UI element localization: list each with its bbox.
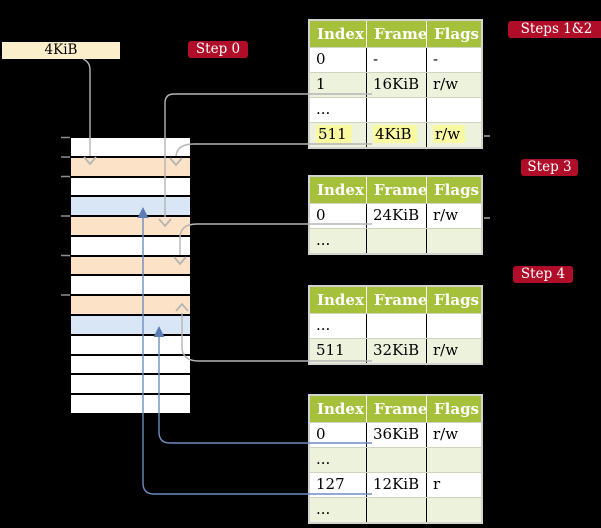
memory-tick-marks xyxy=(61,136,70,296)
memory-row-white xyxy=(71,375,190,396)
memory-row-blue xyxy=(71,316,190,336)
table-header-row: Index Frame Flags xyxy=(310,287,481,313)
memory-row-white xyxy=(71,236,190,257)
page-table-1: Index Frame Flags 0 - - 1 16KiB r/w ... … xyxy=(308,19,483,149)
column-header-frame: Frame xyxy=(366,396,427,422)
memory-row-orange xyxy=(71,296,190,317)
column-header-frame: Frame xyxy=(366,21,427,47)
column-header-flags: Flags xyxy=(426,287,481,313)
column-header-flags: Flags xyxy=(426,396,481,422)
memory-row-orange xyxy=(71,157,190,178)
highlighted-value: 511 xyxy=(316,125,352,143)
column-header-index: Index xyxy=(317,25,364,43)
column-header-flags: Flags xyxy=(426,21,481,47)
table-row: 511 32KiB r/w xyxy=(310,338,481,363)
highlighted-value: 4KiB xyxy=(373,125,417,143)
page-table-2: Index Frame Flags 0 24KiB r/w ... xyxy=(308,175,483,255)
table-row: ... xyxy=(310,497,481,522)
table-row-highlighted: 511 4KiB r/w xyxy=(310,122,481,147)
column-header-flags: Flags xyxy=(426,177,481,203)
page-table-3: Index Frame Flags ... 511 32KiB r/w xyxy=(308,285,483,365)
table-row: ... xyxy=(310,97,481,122)
table-row: ... xyxy=(310,228,481,253)
table-header-row: Index Frame Flags xyxy=(310,21,481,47)
table-header-row: Index Frame Flags xyxy=(310,177,481,203)
table-row: 0 - - xyxy=(310,47,481,72)
memory-row-blue xyxy=(71,197,190,218)
page-table-4: Index Frame Flags 0 36KiB r/w ... 127 12… xyxy=(308,394,483,524)
table-header-row: Index Frame Flags xyxy=(310,396,481,422)
column-header-index: Index xyxy=(317,291,364,309)
memory-row-orange xyxy=(71,217,190,237)
table-row: ... xyxy=(310,313,481,338)
steps-1-2-badge: Steps 1&2 xyxy=(508,21,601,38)
page-size-label: 4KiB xyxy=(2,42,120,59)
step-4-badge: Step 4 xyxy=(513,266,573,283)
memory-row-white xyxy=(71,177,190,198)
physical-memory-column xyxy=(70,137,191,414)
table-row: 1 16KiB r/w xyxy=(310,72,481,97)
step-0-badge: Step 0 xyxy=(188,41,248,58)
memory-row-white xyxy=(71,395,190,413)
column-header-index: Index xyxy=(317,400,364,418)
memory-row-white xyxy=(71,355,190,376)
table-row: 0 36KiB r/w xyxy=(310,422,481,447)
memory-row-white xyxy=(71,138,190,158)
memory-row-white xyxy=(71,276,190,297)
memory-row-white xyxy=(71,335,190,356)
table-row: ... xyxy=(310,447,481,472)
table-row: 0 24KiB r/w xyxy=(310,203,481,228)
table-row: 127 12KiB r xyxy=(310,472,481,497)
column-header-frame: Frame xyxy=(366,287,427,313)
step-3-badge: Step 3 xyxy=(521,159,578,176)
table-edge-stub-marks xyxy=(484,135,490,219)
column-header-index: Index xyxy=(317,181,364,199)
highlighted-value: r/w xyxy=(433,125,466,143)
column-header-frame: Frame xyxy=(366,177,427,203)
memory-row-orange xyxy=(71,256,190,277)
